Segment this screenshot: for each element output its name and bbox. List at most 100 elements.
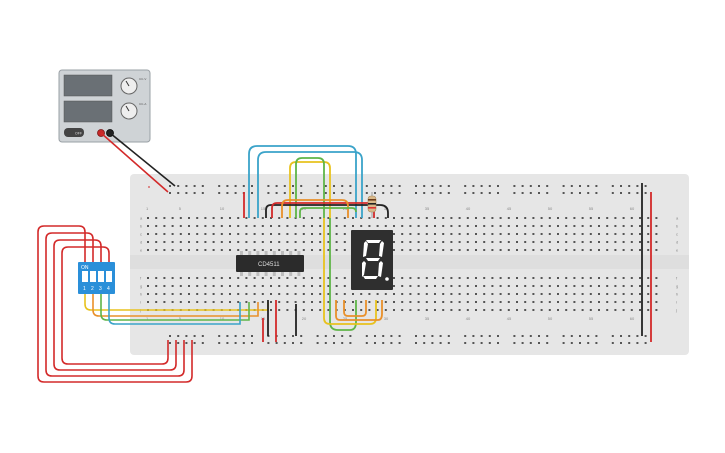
breadboard-hole[interactable] bbox=[499, 301, 502, 303]
breadboard-hole[interactable] bbox=[360, 301, 363, 303]
breadboard-hole[interactable] bbox=[327, 249, 330, 251]
breadboard-hole[interactable] bbox=[229, 249, 231, 251]
breadboard-hole[interactable] bbox=[458, 293, 461, 295]
breadboard-hole[interactable] bbox=[606, 225, 609, 227]
breadboard-hole[interactable] bbox=[324, 335, 327, 337]
breadboard-hole[interactable] bbox=[169, 335, 171, 337]
breadboard-hole[interactable] bbox=[639, 241, 641, 243]
breadboard-hole[interactable] bbox=[466, 293, 469, 295]
breadboard-hole[interactable] bbox=[343, 217, 346, 219]
breadboard-hole[interactable] bbox=[251, 192, 253, 194]
breadboard-hole[interactable] bbox=[349, 342, 352, 344]
breadboard-hole[interactable] bbox=[499, 285, 502, 287]
breadboard-hole[interactable] bbox=[472, 342, 475, 344]
breadboard-hole[interactable] bbox=[425, 249, 428, 251]
breadboard-hole[interactable] bbox=[196, 277, 199, 279]
breadboard-hole[interactable] bbox=[294, 241, 297, 243]
breadboard-hole[interactable] bbox=[171, 277, 174, 279]
breadboard-hole[interactable] bbox=[368, 293, 371, 295]
breadboard-hole[interactable] bbox=[581, 309, 584, 311]
breadboard-hole[interactable] bbox=[163, 241, 166, 243]
breadboard-hole[interactable] bbox=[261, 277, 264, 279]
breadboard-hole[interactable] bbox=[163, 233, 166, 235]
breadboard-hole[interactable] bbox=[335, 285, 338, 287]
breadboard-hole[interactable] bbox=[319, 233, 322, 235]
breadboard-hole[interactable] bbox=[581, 285, 584, 287]
breadboard-hole[interactable] bbox=[302, 249, 305, 251]
breadboard-hole[interactable] bbox=[458, 217, 461, 219]
breadboard-hole[interactable] bbox=[294, 277, 297, 279]
breadboard-hole[interactable] bbox=[368, 301, 371, 303]
breadboard-hole[interactable] bbox=[343, 225, 346, 227]
breadboard-hole[interactable] bbox=[573, 217, 576, 219]
breadboard-hole[interactable] bbox=[516, 277, 518, 279]
breadboard-hole[interactable] bbox=[598, 225, 600, 227]
breadboard-hole[interactable] bbox=[570, 335, 573, 337]
breadboard-hole[interactable] bbox=[513, 192, 516, 194]
breadboard-hole[interactable] bbox=[204, 285, 207, 287]
breadboard-hole[interactable] bbox=[589, 233, 592, 235]
breadboard-hole[interactable] bbox=[398, 335, 401, 337]
breadboard-hole[interactable] bbox=[630, 285, 633, 287]
breadboard-hole[interactable] bbox=[483, 241, 486, 243]
dip-switch[interactable]: ON 1 2 3 4 bbox=[78, 262, 115, 294]
breadboard-hole[interactable] bbox=[548, 249, 551, 251]
breadboard-hole[interactable] bbox=[196, 241, 199, 243]
breadboard-hole[interactable] bbox=[196, 249, 199, 251]
breadboard-hole[interactable] bbox=[237, 293, 240, 295]
breadboard-hole[interactable] bbox=[532, 241, 535, 243]
breadboard-hole[interactable] bbox=[647, 217, 650, 219]
breadboard-hole[interactable] bbox=[491, 293, 494, 295]
breadboard-hole[interactable] bbox=[278, 301, 281, 303]
breadboard-hole[interactable] bbox=[606, 293, 609, 295]
breadboard-hole[interactable] bbox=[374, 335, 376, 337]
dip-toggle-2[interactable] bbox=[90, 271, 96, 282]
breadboard-hole[interactable] bbox=[204, 233, 207, 235]
breadboard-hole[interactable] bbox=[442, 285, 445, 287]
breadboard-hole[interactable] bbox=[201, 342, 204, 344]
breadboard-hole[interactable] bbox=[450, 285, 453, 287]
breadboard-hole[interactable] bbox=[390, 185, 393, 187]
breadboard-hole[interactable] bbox=[480, 335, 483, 337]
breadboard-hole[interactable] bbox=[393, 241, 395, 243]
breadboard-hole[interactable] bbox=[384, 301, 387, 303]
breadboard-hole[interactable] bbox=[529, 185, 532, 187]
breadboard-hole[interactable] bbox=[417, 225, 420, 227]
breadboard-hole[interactable] bbox=[565, 217, 568, 219]
breadboard-hole[interactable] bbox=[606, 301, 609, 303]
breadboard-hole[interactable] bbox=[335, 225, 338, 227]
breadboard-hole[interactable] bbox=[579, 335, 581, 337]
breadboard-hole[interactable] bbox=[483, 301, 486, 303]
breadboard-hole[interactable] bbox=[434, 225, 436, 227]
breadboard-hole[interactable] bbox=[562, 185, 565, 187]
breadboard-hole[interactable] bbox=[188, 217, 190, 219]
breadboard-hole[interactable] bbox=[204, 301, 207, 303]
breadboard-hole[interactable] bbox=[188, 233, 190, 235]
breadboard-hole[interactable] bbox=[327, 225, 330, 227]
breadboard-hole[interactable] bbox=[491, 249, 494, 251]
breadboard-hole[interactable] bbox=[636, 185, 639, 187]
breadboard-hole[interactable] bbox=[442, 249, 445, 251]
breadboard-hole[interactable] bbox=[450, 241, 453, 243]
breadboard-hole[interactable] bbox=[415, 342, 417, 344]
breadboard-hole[interactable] bbox=[226, 335, 229, 337]
breadboard-hole[interactable] bbox=[491, 285, 494, 287]
breadboard-hole[interactable] bbox=[212, 225, 215, 227]
breadboard-hole[interactable] bbox=[434, 285, 436, 287]
breadboard-hole[interactable] bbox=[639, 309, 641, 311]
breadboard-hole[interactable] bbox=[628, 192, 631, 194]
breadboard-hole[interactable] bbox=[488, 335, 491, 337]
breadboard-hole[interactable] bbox=[423, 185, 426, 187]
breadboard-hole[interactable] bbox=[196, 217, 199, 219]
breadboard-hole[interactable] bbox=[204, 293, 207, 295]
breadboard-hole[interactable] bbox=[611, 185, 614, 187]
breadboard-hole[interactable] bbox=[614, 293, 617, 295]
breadboard-hole[interactable] bbox=[464, 342, 467, 344]
breadboard-hole[interactable] bbox=[524, 249, 527, 251]
breadboard-hole[interactable] bbox=[573, 249, 576, 251]
breadboard-hole[interactable] bbox=[409, 309, 412, 311]
breadboard-hole[interactable] bbox=[292, 185, 294, 187]
breadboard-hole[interactable] bbox=[278, 309, 281, 311]
breadboard-hole[interactable] bbox=[171, 293, 174, 295]
breadboard-hole[interactable] bbox=[579, 342, 581, 344]
